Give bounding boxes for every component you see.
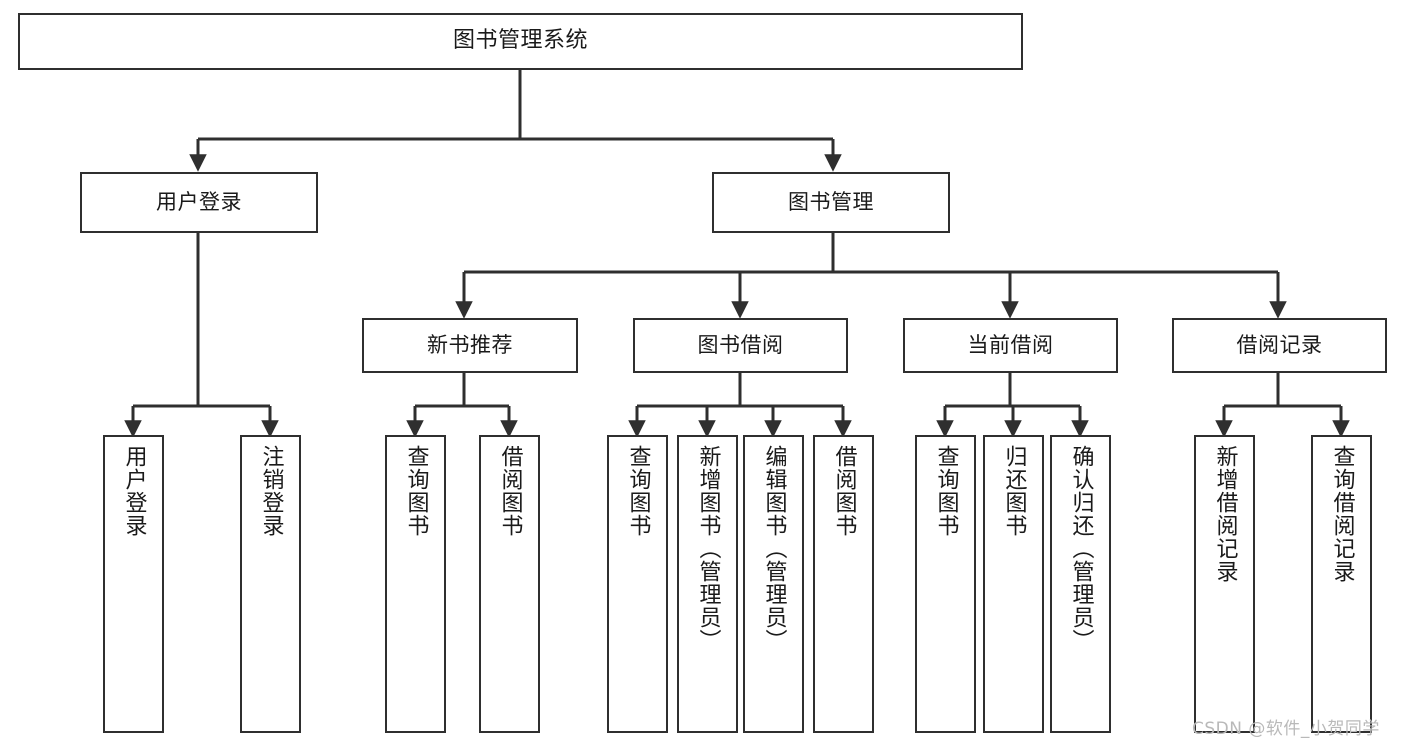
leaf-recommend-borrow-book[interactable]: 借阅图书 bbox=[479, 435, 540, 733]
node-label: 确认归还（管理员） bbox=[1068, 445, 1094, 652]
node-label: 图书管理系统 bbox=[452, 28, 588, 54]
leaf-borrow-query-book[interactable]: 查询图书 bbox=[607, 435, 668, 733]
node-label: 新书推荐 bbox=[427, 332, 513, 357]
leaf-recommend-query-book[interactable]: 查询图书 bbox=[385, 435, 446, 733]
leaf-borrow-edit-book[interactable]: 编辑图书（管理员） bbox=[743, 435, 804, 733]
leaf-record-query-record[interactable]: 查询借阅记录 bbox=[1311, 435, 1372, 733]
leaf-current-confirm-return[interactable]: 确认归还（管理员） bbox=[1050, 435, 1111, 733]
node-label: 借阅图书 bbox=[831, 445, 857, 537]
node-book-management[interactable]: 图书管理 bbox=[712, 172, 950, 233]
leaf-borrow-add-book[interactable]: 新增图书（管理员） bbox=[677, 435, 738, 733]
leaf-current-return-book[interactable]: 归还图书 bbox=[983, 435, 1044, 733]
node-label: 图书管理 bbox=[788, 189, 874, 214]
node-root-system[interactable]: 图书管理系统 bbox=[18, 13, 1023, 70]
node-borrow-record[interactable]: 借阅记录 bbox=[1172, 318, 1387, 373]
node-label: 借阅图书 bbox=[497, 445, 523, 537]
node-label: 图书借阅 bbox=[697, 332, 784, 357]
csdn-watermark: CSDN @软件_小贺同学 bbox=[1192, 719, 1380, 739]
leaf-record-add-record[interactable]: 新增借阅记录 bbox=[1194, 435, 1255, 733]
node-label: 注销登录 bbox=[258, 445, 284, 537]
leaf-borrow-borrow-book[interactable]: 借阅图书 bbox=[813, 435, 874, 733]
node-label: 当前借阅 bbox=[967, 332, 1054, 357]
leaf-user-login-login[interactable]: 用户登录 bbox=[103, 435, 164, 733]
node-label: 查询图书 bbox=[625, 445, 651, 537]
node-label: 新增借阅记录 bbox=[1212, 445, 1238, 583]
node-label: 查询图书 bbox=[403, 445, 429, 537]
node-new-book-recommend[interactable]: 新书推荐 bbox=[362, 318, 578, 373]
node-user-login[interactable]: 用户登录 bbox=[80, 172, 318, 233]
leaf-user-login-logout[interactable]: 注销登录 bbox=[240, 435, 301, 733]
node-label: 编辑图书（管理员） bbox=[761, 445, 787, 652]
node-label: 借阅记录 bbox=[1236, 332, 1323, 357]
node-label: 用户登录 bbox=[156, 189, 242, 214]
node-label: 查询借阅记录 bbox=[1329, 445, 1355, 583]
node-label: 新增图书（管理员） bbox=[695, 445, 721, 652]
node-label: 查询图书 bbox=[933, 445, 959, 537]
leaf-current-query-book[interactable]: 查询图书 bbox=[915, 435, 976, 733]
node-current-borrow[interactable]: 当前借阅 bbox=[903, 318, 1118, 373]
node-book-borrow[interactable]: 图书借阅 bbox=[633, 318, 848, 373]
node-label: 归还图书 bbox=[1001, 445, 1027, 537]
node-label: 用户登录 bbox=[121, 445, 147, 537]
